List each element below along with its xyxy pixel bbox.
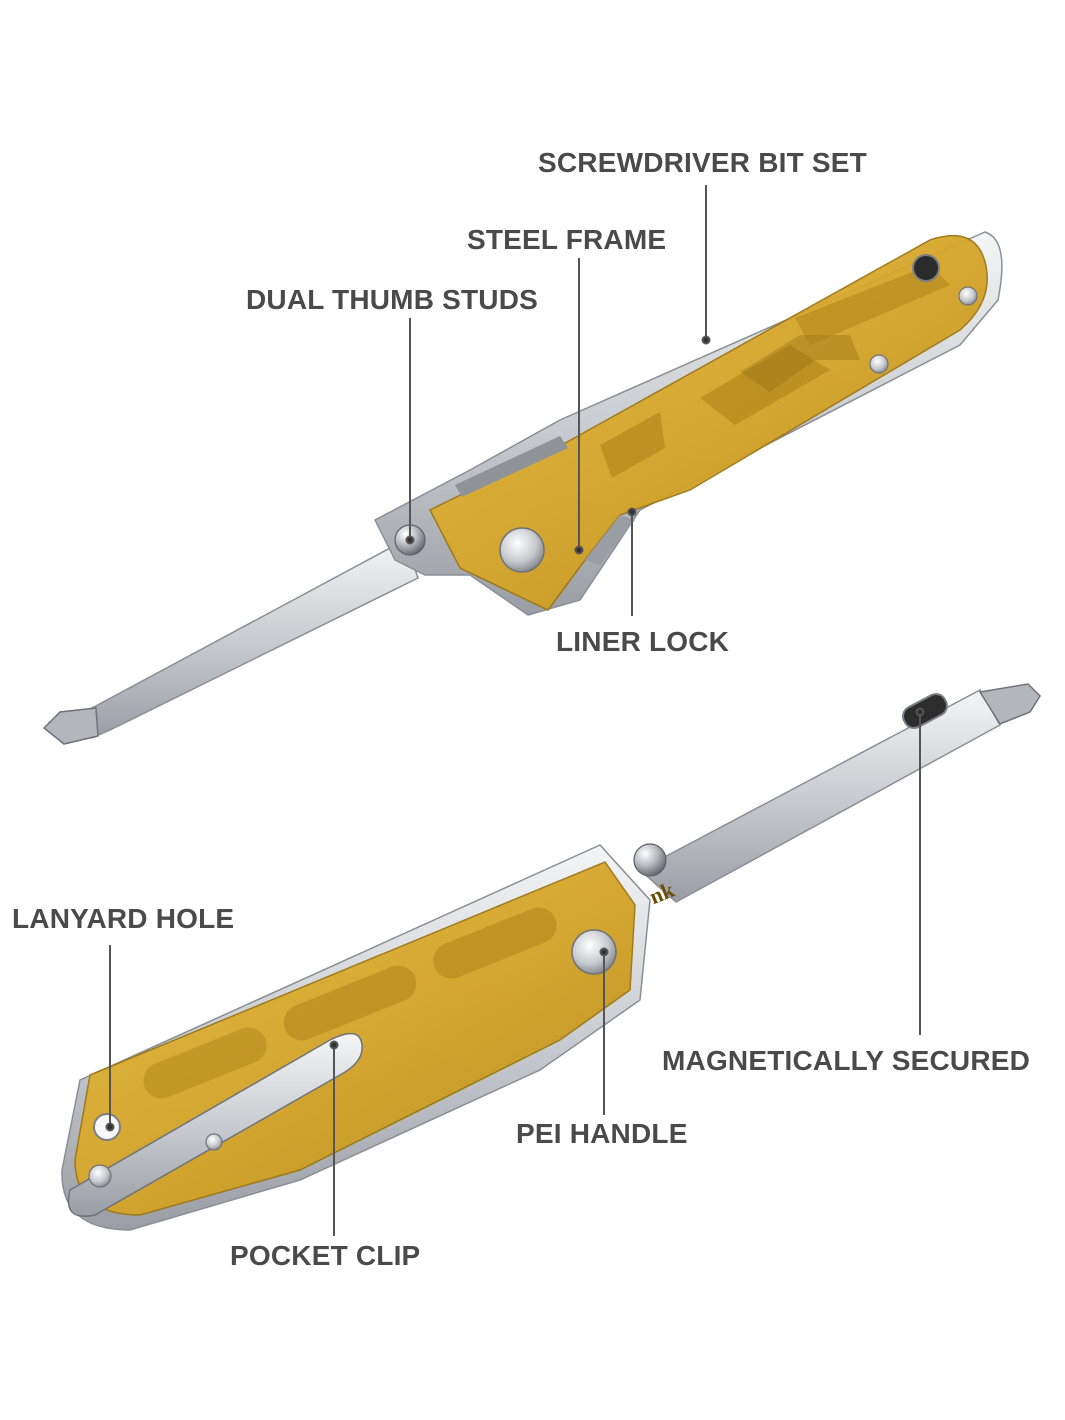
label-pei-handle: PEI HANDLE	[516, 1118, 688, 1149]
tool-top-handle	[428, 235, 988, 611]
tool-top-cutout-1	[600, 412, 665, 478]
tool-top-screw-1	[869, 354, 889, 374]
tool-bottom-magnet-slot	[902, 693, 948, 729]
tool-bottom-thumb-stud	[633, 843, 667, 877]
leader-dot-magnetically-secured	[915, 707, 925, 717]
tool-bottom-cutout-1	[433, 907, 557, 979]
tool-top-bit	[42, 707, 99, 745]
leader-dot-lanyard-hole	[105, 1122, 115, 1132]
tool-bottom-cutout-2	[283, 965, 417, 1041]
leader-dot-dual-thumb-studs	[405, 535, 415, 545]
callout-labels: SCREWDRIVER BIT SET STEEL FRAME DUAL THU…	[12, 147, 1030, 1271]
tool-top-screw-2	[958, 286, 978, 306]
tool-bottom-screw	[205, 1133, 223, 1151]
tool-top	[42, 231, 1003, 745]
tool-top-cutout-2	[700, 345, 830, 425]
label-pocket-clip: POCKET CLIP	[230, 1240, 420, 1271]
tool-top-cutout-4	[795, 265, 950, 345]
tool-bottom-clip-screw	[88, 1164, 112, 1188]
tool-bottom-pocket-clip	[67, 1032, 363, 1217]
tool-bottom-cutout-3	[143, 1027, 267, 1099]
tool-bottom-shaft	[638, 688, 1002, 903]
tool-bottom: nk	[61, 683, 1041, 1231]
tool-bottom-pivot	[571, 929, 617, 975]
tool-top-liner	[585, 515, 635, 565]
leader-lines	[105, 185, 925, 1236]
label-lanyard-hole: LANYARD HOLE	[12, 903, 234, 934]
tool-top-shaft	[47, 538, 419, 739]
label-liner-lock: LINER LOCK	[556, 626, 729, 657]
leader-dot-pocket-clip	[329, 1040, 339, 1050]
tool-top-cutout-3	[740, 335, 860, 392]
leader-dot-liner-lock	[627, 507, 637, 517]
tool-bottom-bit	[978, 683, 1041, 725]
leader-dot-steel-frame	[574, 545, 584, 555]
tool-top-pivot	[499, 527, 545, 573]
tool-top-lanyard-hole	[912, 254, 940, 282]
label-screwdriver-bit-set: SCREWDRIVER BIT SET	[538, 147, 867, 178]
leader-dot-screwdriver-bit-set	[701, 335, 711, 345]
label-dual-thumb-studs: DUAL THUMB STUDS	[246, 284, 538, 315]
tool-top-spine-bit	[455, 436, 568, 497]
leader-dot-pei-handle	[599, 947, 609, 957]
label-magnetically-secured: MAGNETICALLY SECURED	[662, 1045, 1030, 1076]
label-steel-frame: STEEL FRAME	[467, 224, 666, 255]
